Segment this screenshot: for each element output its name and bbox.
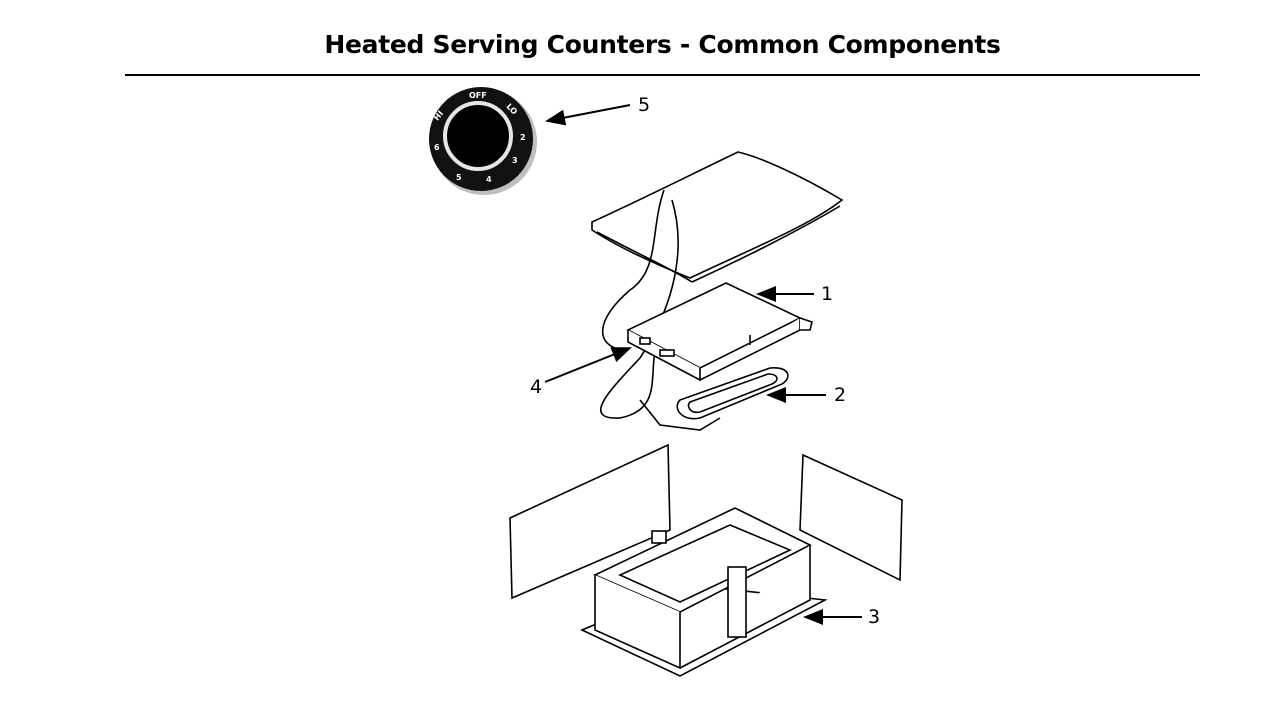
knob-label-5: 5 (456, 173, 462, 182)
warming-well (580, 507, 828, 677)
knob-label-off: OFF (469, 91, 487, 100)
page-title: Heated Serving Counters - Common Compone… (324, 30, 1001, 59)
callout-2: 2 (766, 384, 846, 406)
knob-label-2: 2 (520, 133, 526, 142)
wiring (599, 189, 679, 419)
left-side-insulation (509, 443, 671, 600)
knob-label-6: 6 (434, 143, 440, 152)
title-divider (125, 74, 1200, 76)
callout-4-label: 4 (530, 376, 542, 398)
callout-5-label: 5 (638, 94, 650, 116)
callout-2-label: 2 (834, 384, 846, 406)
right-side-insulation (799, 453, 903, 582)
callout-3: 3 (803, 606, 880, 628)
top-insulation-pad (591, 151, 844, 283)
callout-5: 5 (545, 94, 650, 126)
callout-3-label: 3 (868, 606, 880, 628)
knob-label-4: 4 (486, 175, 492, 184)
gasket (639, 367, 789, 431)
knob-label-3: 3 (512, 156, 518, 165)
control-knob: OFF LO 2 3 4 5 6 HI (429, 87, 537, 195)
callout-1-label: 1 (821, 283, 833, 305)
heating-element-housing (626, 282, 813, 382)
callout-1: 1 (756, 283, 833, 305)
callout-4: 4 (530, 347, 632, 398)
